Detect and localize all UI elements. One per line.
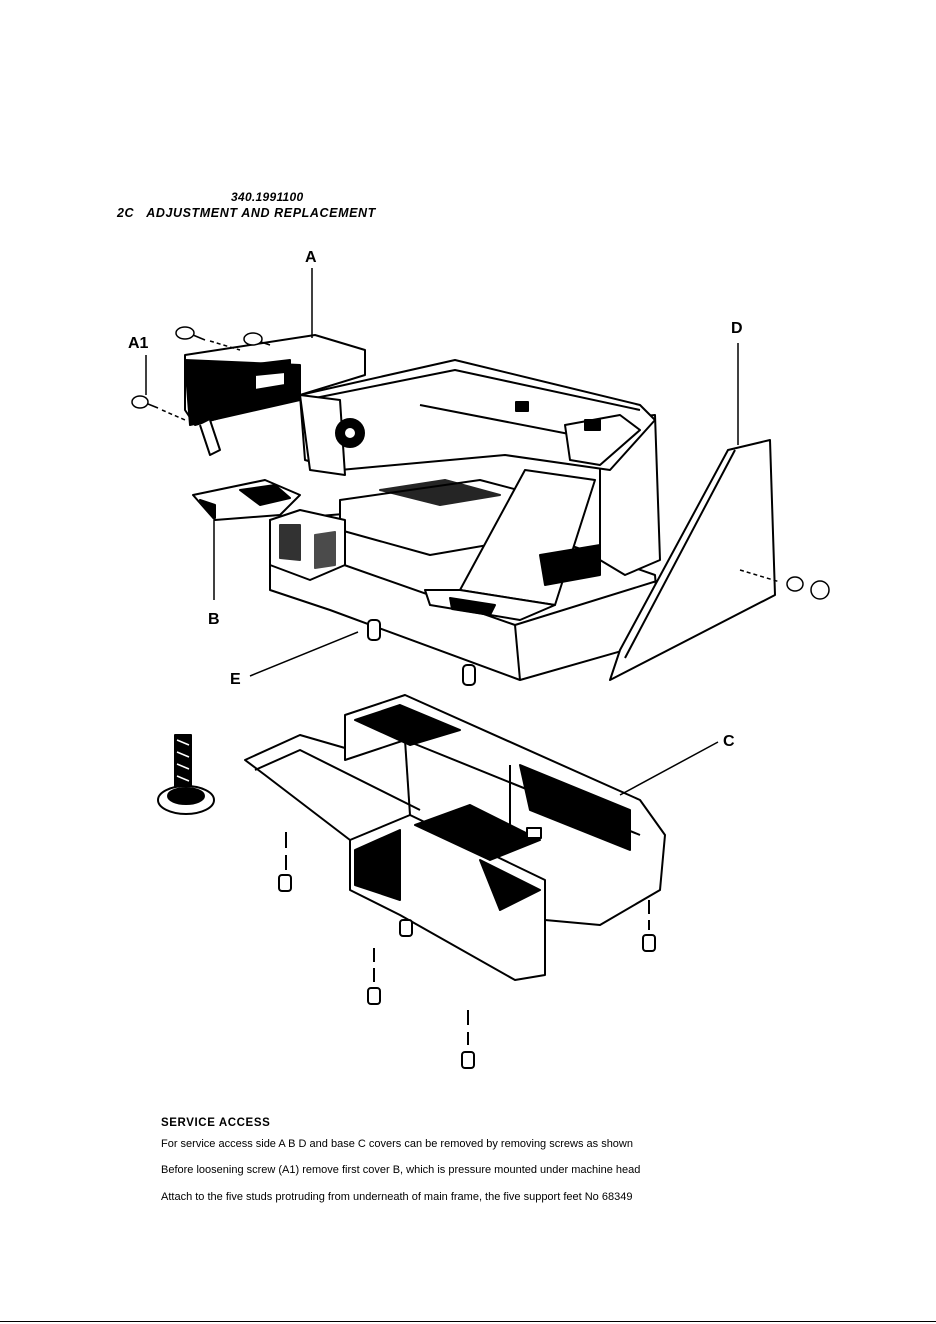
page-bottom-rule [0, 1321, 936, 1322]
leader-lines [145, 268, 739, 796]
screws-a [131, 326, 271, 421]
side-cover-d [609, 439, 776, 681]
service-access-line-3: Attach to the five studs protruding from… [161, 1191, 633, 1203]
label-a1: A1 [128, 335, 149, 352]
section-title-text: ADJUSTMENT AND REPLACEMENT [146, 206, 376, 220]
section-code: 2C [117, 206, 135, 220]
service-access-heading: SERVICE ACCESS [161, 1117, 271, 1129]
screws-c [278, 832, 656, 1069]
screw-d [739, 569, 830, 600]
section-title: 2C ADJUSTMENT AND REPLACEMENT [117, 206, 376, 220]
service-access-line-2: Before loosening screw (A1) remove first… [161, 1164, 641, 1176]
side-cover-a [184, 334, 366, 456]
support-foot [157, 734, 215, 815]
label-a: A [305, 249, 317, 266]
label-e: E [230, 671, 241, 688]
label-d: D [731, 320, 743, 337]
document-number: 340.1991100 [231, 190, 304, 204]
part-labels: A A1 D B E C [128, 249, 743, 750]
label-c: C [723, 733, 735, 750]
base-cover-c [244, 694, 666, 981]
label-b: B [208, 611, 220, 628]
front-cover-b [192, 479, 301, 521]
service-access-line-1: For service access side A B D and base C… [161, 1138, 633, 1150]
main-frame [269, 359, 661, 686]
